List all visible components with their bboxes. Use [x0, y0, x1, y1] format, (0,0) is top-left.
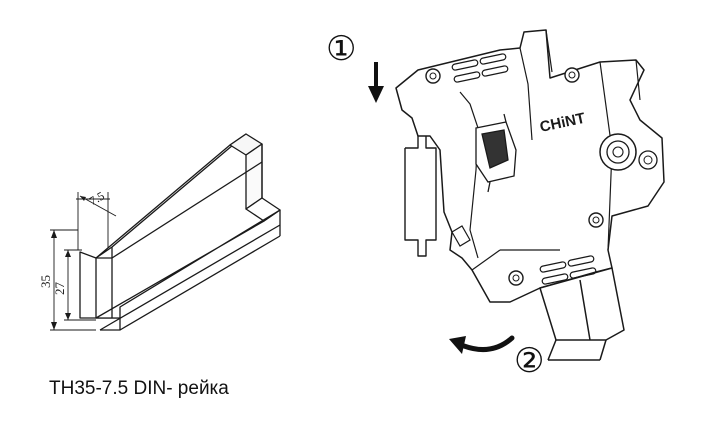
rail-height-outer-label: 35 — [38, 275, 53, 288]
step-2-rotate-arrow-icon — [449, 335, 515, 354]
terminal-screw-icon — [425, 67, 658, 286]
rail-caption: TH35-7.5 DIN- рейка — [49, 378, 229, 399]
din-rail-drawing — [79, 133, 281, 331]
step-2-marker: ② — [514, 343, 544, 380]
step-1-marker: ① — [326, 31, 356, 68]
rail-width-label: 7.5 — [87, 189, 107, 209]
release-clip — [451, 225, 471, 247]
step-1-down-arrow-icon — [368, 62, 384, 103]
rail-dimension-lines — [50, 192, 117, 331]
breaker-lower-block — [539, 267, 625, 341]
vent-slots — [451, 53, 597, 285]
toggle-window — [475, 113, 517, 193]
rail-section-in-breaker — [404, 132, 437, 257]
rail-height-inner-label: 27 — [52, 282, 67, 296]
